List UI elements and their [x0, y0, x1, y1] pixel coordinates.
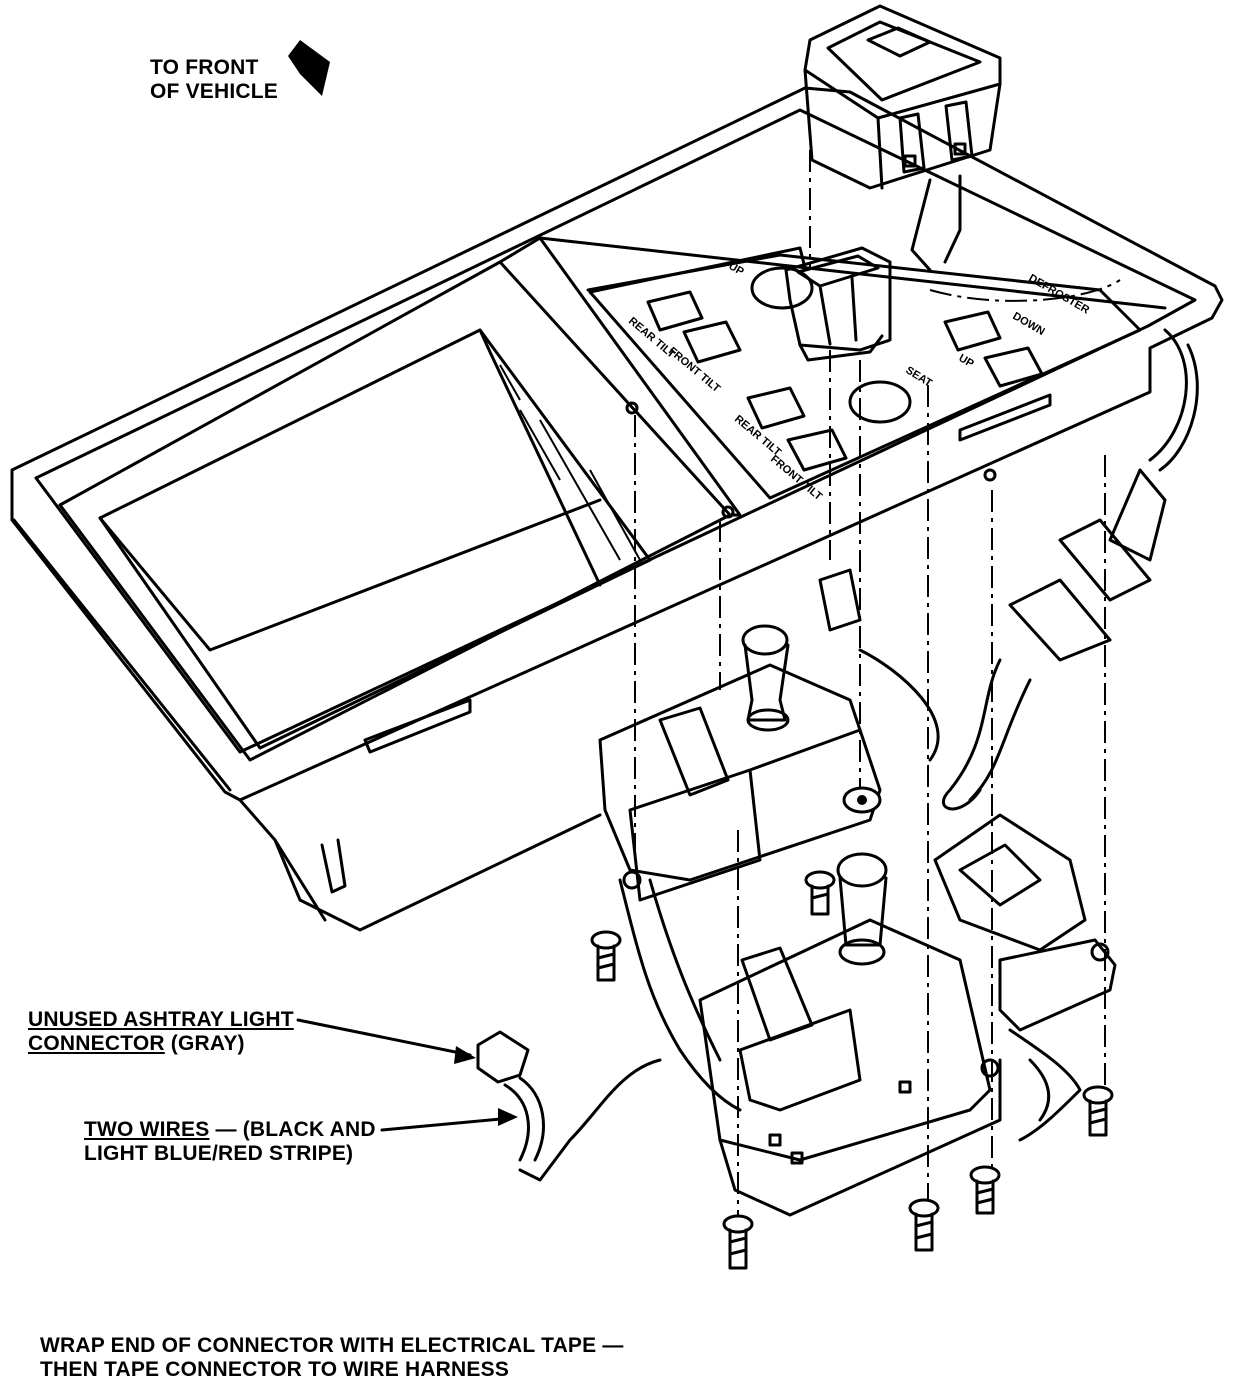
- two-wires-label: TWO WIRES — (BLACK AND LIGHT BLUE/RED ST…: [84, 1118, 376, 1165]
- wire-harnesses: [518, 328, 1199, 1182]
- front-of-vehicle-label: TO FRONT OF VEHICLE: [150, 56, 279, 103]
- front-direction-arrow-icon: [288, 40, 330, 96]
- panel-switch-openings: [625, 266, 1044, 519]
- screws: [590, 870, 1114, 1270]
- ashtray-connector-label: UNUSED ASHTRAY LIGHT CONNECTOR (GRAY): [28, 1008, 294, 1055]
- screw-icon: [722, 1214, 754, 1270]
- mark-up-b: UP: [957, 352, 976, 370]
- screw-icon: [908, 1198, 940, 1252]
- console-housing: [10, 86, 1224, 932]
- leader-arrows: [296, 1018, 518, 1132]
- panel-marks: REAR TILT FRONT TILT REAR TILT FRONT TIL…: [626, 260, 1091, 503]
- wrap-instruction-label: WRAP END OF CONNECTOR WITH ELECTRICAL TA…: [40, 1334, 624, 1381]
- seat-switch-assembly: [598, 624, 882, 902]
- screw-icon: [969, 1165, 1001, 1215]
- screw-icon: [804, 870, 836, 916]
- window-switch-top: [803, 4, 1002, 272]
- mark-seat: SEAT: [903, 364, 934, 389]
- mirror-switch-assembly: [698, 852, 1002, 1217]
- screw-icon: [1082, 1085, 1114, 1137]
- power-seat-switch: [933, 813, 1117, 1032]
- screw-icon: [590, 930, 622, 982]
- mark-down: DOWN: [1011, 310, 1047, 338]
- ashtray-light-connector: [476, 1030, 545, 1162]
- panel-mini-switch: [784, 246, 892, 362]
